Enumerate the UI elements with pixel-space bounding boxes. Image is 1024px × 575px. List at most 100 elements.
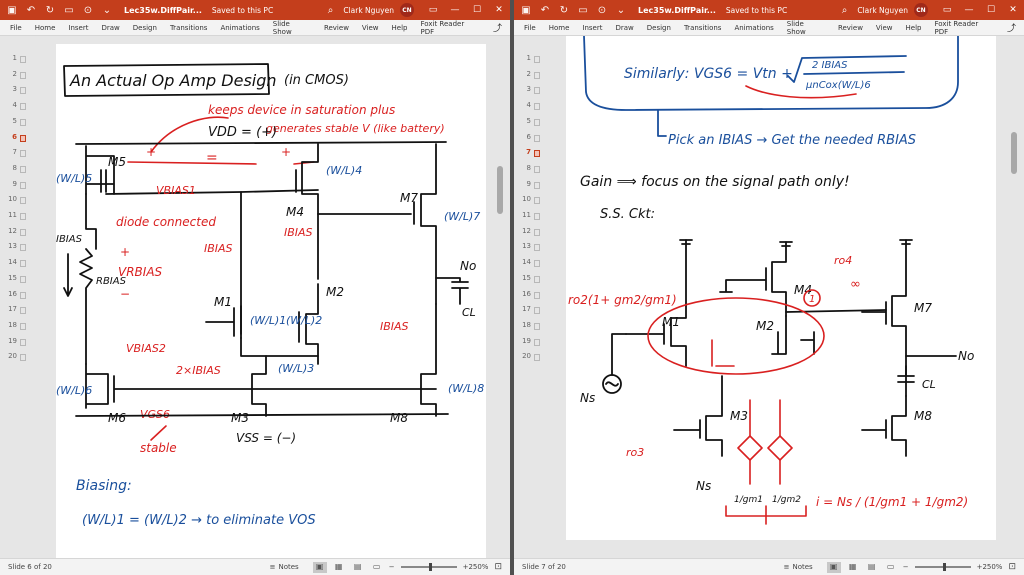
share-icon[interactable]: ⤴: [492, 24, 502, 34]
slide-thumbnail[interactable]: 11: [0, 211, 44, 223]
slide-thumbnail[interactable]: 20: [514, 352, 558, 364]
slide-canvas[interactable]: Similarly: VGS6 = Vtn + 2 IBIAS μnCox(W/…: [566, 36, 996, 540]
tab-file[interactable]: File: [524, 23, 536, 32]
fit-to-window-icon[interactable]: ⊡: [494, 562, 502, 572]
slideshow-button[interactable]: ▭: [886, 561, 895, 571]
tab-slide-show[interactable]: Slide Show: [786, 19, 806, 36]
present-icon[interactable]: ▭: [578, 4, 588, 16]
ribbon-options-icon[interactable]: ▭: [428, 5, 438, 15]
customize-icon[interactable]: ⌄: [102, 4, 112, 16]
slide-thumbnail[interactable]: 7: [514, 148, 558, 160]
slide-thumbnail[interactable]: 4: [514, 101, 558, 113]
slide-thumbnail[interactable]: 15: [0, 274, 44, 286]
slide-thumbnail[interactable]: 14: [514, 258, 558, 270]
close-icon[interactable]: ✕: [1009, 5, 1017, 15]
tab-insert[interactable]: Insert: [68, 23, 89, 32]
slide-thumbnail[interactable]: 11: [514, 211, 558, 223]
tab-review[interactable]: Review: [323, 23, 349, 32]
tab-foxit[interactable]: Foxit Reader PDF: [420, 19, 465, 36]
slide-thumbnail[interactable]: 19: [0, 337, 44, 349]
maximize-icon[interactable]: ☐: [986, 5, 996, 15]
zoom-knob[interactable]: [942, 563, 946, 571]
reading-view-button[interactable]: ▤: [353, 561, 362, 571]
zoom-out-icon[interactable]: −: [388, 563, 395, 571]
redo-icon[interactable]: ↻: [559, 4, 569, 16]
tab-view[interactable]: View: [875, 23, 893, 32]
slide-thumbnail[interactable]: 7: [0, 148, 44, 160]
slide-thumbnail[interactable]: 3: [514, 85, 558, 97]
present-icon[interactable]: ▭: [64, 4, 74, 16]
zoom-level[interactable]: 250%: [982, 563, 1003, 571]
tab-help[interactable]: Help: [905, 23, 922, 32]
save-icon[interactable]: ▣: [7, 4, 17, 16]
zoom-level[interactable]: 250%: [468, 563, 489, 571]
zoom-slider[interactable]: [400, 563, 457, 571]
avatar[interactable]: CN: [400, 3, 414, 17]
slide-thumbnail[interactable]: 19: [514, 337, 558, 349]
undo-icon[interactable]: ↶: [540, 4, 550, 16]
slide-thumbnail[interactable]: 6: [514, 133, 558, 145]
tab-home[interactable]: Home: [34, 23, 56, 32]
tab-design[interactable]: Design: [132, 23, 157, 32]
slide-thumbnail[interactable]: 9: [514, 180, 558, 192]
slide-sorter-button[interactable]: ▦: [848, 561, 857, 571]
slide-thumbnail[interactable]: 3: [0, 85, 44, 97]
slide-thumbnail[interactable]: 17: [0, 305, 44, 317]
tab-animations[interactable]: Animations: [220, 23, 260, 32]
undo-icon[interactable]: ↶: [26, 4, 36, 16]
search-icon[interactable]: ⌕: [841, 4, 848, 16]
autosave-icon[interactable]: ⊙: [83, 4, 93, 16]
tab-slide-show[interactable]: Slide Show: [272, 19, 292, 36]
slide-thumbnail[interactable]: 2: [514, 70, 558, 82]
slide-thumbnail[interactable]: 20: [0, 352, 44, 364]
slide-thumbnail[interactable]: 17: [514, 305, 558, 317]
tab-transitions[interactable]: Transitions: [683, 23, 722, 32]
autosave-icon[interactable]: ⊙: [597, 4, 607, 16]
slide-thumbnail[interactable]: 9: [0, 180, 44, 192]
zoom-in-icon[interactable]: +: [462, 563, 469, 571]
slide-thumbnail[interactable]: 5: [0, 117, 44, 129]
notes-button[interactable]: ≡Notes: [784, 563, 813, 571]
tab-insert[interactable]: Insert: [582, 23, 603, 32]
slide-thumbnail[interactable]: 10: [0, 195, 44, 207]
slide-thumbnail[interactable]: 1: [514, 54, 558, 66]
slide-canvas[interactable]: An Actual Op Amp Design (in CMOS) keeps …: [56, 44, 486, 558]
slide-thumbnail[interactable]: 2: [0, 70, 44, 82]
tab-draw[interactable]: Draw: [101, 23, 120, 32]
scroll-thumb[interactable]: [497, 166, 503, 214]
user-name[interactable]: Clark Nguyen: [343, 5, 394, 15]
tab-review[interactable]: Review: [837, 23, 863, 32]
slide-thumbnail[interactable]: 12: [514, 227, 558, 239]
slide-thumbnail[interactable]: 8: [514, 164, 558, 176]
zoom-slider[interactable]: [914, 563, 971, 571]
share-icon[interactable]: ⤴: [1006, 24, 1016, 34]
slide-thumbnail[interactable]: 8: [0, 164, 44, 176]
notes-button[interactable]: ≡Notes: [270, 563, 299, 571]
tab-draw[interactable]: Draw: [615, 23, 634, 32]
customize-icon[interactable]: ⌄: [616, 4, 626, 16]
tab-view[interactable]: View: [361, 23, 379, 32]
slide-thumbnail[interactable]: 10: [514, 195, 558, 207]
ribbon-options-icon[interactable]: ▭: [942, 5, 952, 15]
user-name[interactable]: Clark Nguyen: [857, 5, 908, 15]
redo-icon[interactable]: ↻: [45, 4, 55, 16]
tab-help[interactable]: Help: [391, 23, 408, 32]
slide-thumbnail[interactable]: 16: [514, 290, 558, 302]
slide-sorter-button[interactable]: ▦: [334, 561, 343, 571]
slide-thumbnail[interactable]: 1: [0, 54, 44, 66]
slide-thumbnail[interactable]: 13: [514, 242, 558, 254]
slideshow-button[interactable]: ▭: [372, 561, 381, 571]
normal-view-button[interactable]: ▣: [312, 561, 327, 573]
search-icon[interactable]: ⌕: [327, 4, 334, 16]
vertical-scrollbar[interactable]: [1008, 36, 1020, 558]
zoom-knob[interactable]: [428, 563, 432, 571]
zoom-in-icon[interactable]: +: [976, 563, 983, 571]
maximize-icon[interactable]: ☐: [472, 5, 482, 15]
tab-file[interactable]: File: [10, 23, 22, 32]
avatar[interactable]: CN: [914, 3, 928, 17]
slide-thumbnail[interactable]: 14: [0, 258, 44, 270]
fit-to-window-icon[interactable]: ⊡: [1008, 562, 1016, 572]
scroll-thumb[interactable]: [1011, 132, 1017, 174]
tab-foxit[interactable]: Foxit Reader PDF: [934, 19, 979, 36]
vertical-scrollbar[interactable]: [494, 36, 506, 558]
